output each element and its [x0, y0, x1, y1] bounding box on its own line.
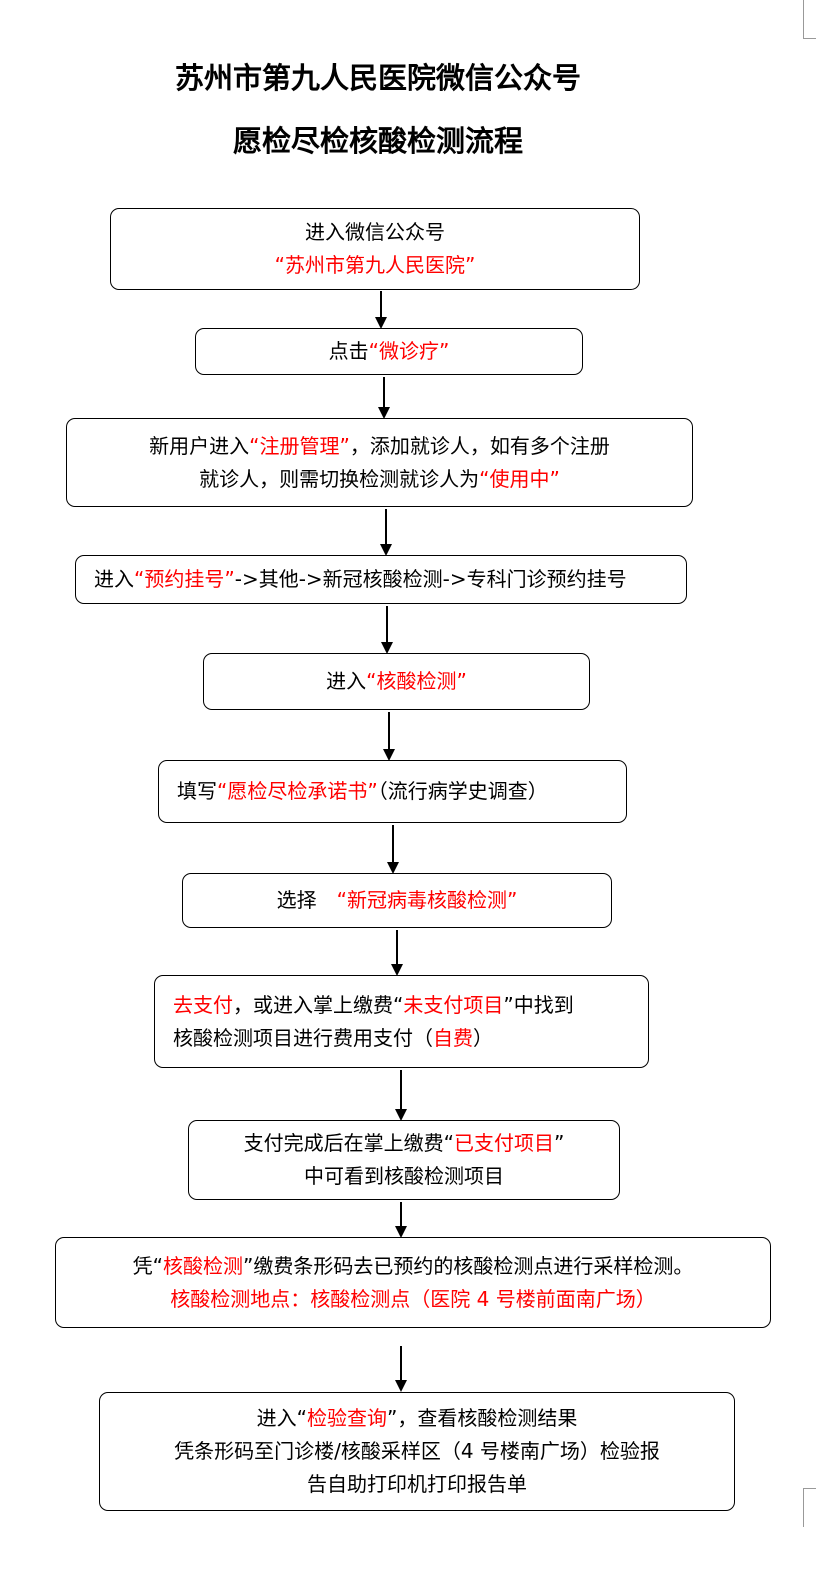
flow-step-3: 新用户进入“注册管理”，添加就诊人，如有多个注册就诊人，则需切换检测就诊人为“使…	[66, 418, 693, 507]
flow-step-4: 进入“预约挂号”->其他->新冠核酸检测->专科门诊预约挂号	[75, 555, 687, 604]
step-line: 选择 “新冠病毒核酸检测”	[277, 884, 518, 917]
flow-arrow-icon	[396, 1070, 406, 1121]
document-subtitle: 愿检尽检核酸检测流程	[232, 124, 523, 158]
highlighted-text: “新冠病毒核酸检测”	[336, 888, 518, 912]
step-text: ”，查看核酸检测结果	[387, 1406, 578, 1430]
step-text: ->其他->新冠核酸检测->专科门诊预约挂号	[234, 567, 627, 591]
flow-step-9: 支付完成后在掌上缴费“已支付项目” 中可看到核酸检测项目	[188, 1120, 620, 1200]
step-line: 去支付，或进入掌上缴费“未支付项目”中找到	[173, 989, 574, 1022]
step-text: 进入“	[256, 1406, 307, 1430]
page-corner-mark	[803, 0, 816, 39]
step-text: ”	[554, 1131, 565, 1155]
page-corner-mark	[803, 1488, 816, 1527]
flow-arrow-icon	[382, 606, 392, 654]
step-text: ，添加就诊人，如有多个注册	[349, 433, 610, 458]
step-text: 进入	[326, 669, 367, 693]
highlighted-text: “预约挂号”	[134, 567, 235, 591]
flow-arrow-icon	[381, 509, 391, 556]
highlighted-text: “愿检尽检承诺书”	[217, 779, 378, 803]
step-line: 凭“核酸检测”缴费条形码去已预约的核酸检测点进行采样检测。	[133, 1250, 694, 1283]
step-text: ，或进入掌上缴费“	[233, 992, 404, 1017]
step-text: 点击	[328, 339, 369, 363]
step-line: 新用户进入“注册管理”，添加就诊人，如有多个注册	[149, 430, 610, 463]
step-text: ”中找到	[503, 992, 574, 1017]
highlighted-text: 检验查询	[307, 1406, 387, 1430]
flow-step-8: 去支付，或进入掌上缴费“未支付项目”中找到核酸检测项目进行费用支付（自费）	[154, 975, 649, 1068]
flow-step-2: 点击“微诊疗”	[195, 328, 583, 375]
highlighted-text: “核酸检测”	[366, 669, 467, 693]
step-line: 支付完成后在掌上缴费“已支付项目”	[244, 1127, 565, 1160]
step-line: “苏州市第九人民医院”	[275, 249, 476, 282]
highlighted-text: “使用中”	[479, 466, 560, 491]
step-line: 填写“愿检尽检承诺书”（流行病学史调查）	[177, 775, 548, 808]
step-line: 核酸检测项目进行费用支付（自费）	[173, 1022, 493, 1055]
highlighted-text: 核酸检测地点：核酸检测点（医院 4 号楼前面南广场）	[170, 1286, 656, 1311]
flow-arrow-icon	[388, 825, 398, 874]
step-text: 就诊人，则需切换检测就诊人为	[199, 466, 480, 491]
flow-arrow-icon	[396, 1346, 406, 1392]
flow-arrow-icon	[379, 377, 389, 419]
flow-arrow-icon	[392, 930, 402, 976]
flow-step-7: 选择 “新冠病毒核酸检测”	[182, 873, 612, 928]
step-text: 中可看到核酸检测项目	[304, 1164, 504, 1188]
step-line: 中可看到核酸检测项目	[304, 1160, 504, 1193]
highlighted-text: 去支付	[173, 992, 233, 1017]
step-text: （流行病学史调查）	[377, 779, 548, 803]
step-text: 进入微信公众号	[305, 220, 445, 244]
step-line: 点击“微诊疗”	[329, 335, 450, 368]
step-text: 凭条形码至门诊楼/核酸采样区（4 号楼南广场）检验报	[174, 1439, 660, 1463]
step-text: 告自助打印机打印报告单	[307, 1472, 527, 1496]
step-text: 选择	[276, 888, 337, 912]
step-text: 填写	[177, 779, 217, 803]
highlighted-text: 已支付项目	[454, 1131, 554, 1155]
step-line: 进入“预约挂号”->其他->新冠核酸检测->专科门诊预约挂号	[94, 563, 627, 596]
step-text: 核酸检测项目进行费用支付（	[173, 1025, 433, 1050]
highlighted-text: “微诊疗”	[368, 339, 450, 363]
document-title: 苏州市第九人民医院微信公众号	[174, 61, 581, 95]
step-text: 凭“	[132, 1253, 163, 1278]
flow-step-10: 凭“核酸检测”缴费条形码去已预约的核酸检测点进行采样检测。核酸检测地点：核酸检测…	[55, 1237, 771, 1328]
flow-arrow-icon	[384, 712, 394, 761]
step-line: 就诊人，则需切换检测就诊人为“使用中”	[199, 463, 560, 496]
step-line: 告自助打印机打印报告单	[307, 1468, 527, 1501]
highlighted-text: “注册管理”	[249, 433, 350, 458]
step-line: 核酸检测地点：核酸检测点（医院 4 号楼前面南广场）	[170, 1283, 655, 1316]
flow-step-1: 进入微信公众号 “苏州市第九人民医院”	[110, 208, 640, 290]
step-text: 支付完成后在掌上缴费“	[243, 1131, 454, 1155]
step-line: 凭条形码至门诊楼/核酸采样区（4 号楼南广场）检验报	[174, 1435, 660, 1468]
step-text: 进入	[94, 567, 134, 591]
flow-step-11: 进入“检验查询”，查看核酸检测结果凭条形码至门诊楼/核酸采样区（4 号楼南广场）…	[99, 1392, 735, 1511]
step-line: 进入“核酸检测”	[326, 665, 467, 698]
step-line: 进入“检验查询”，查看核酸检测结果	[257, 1402, 578, 1435]
highlighted-text: 自费	[433, 1025, 473, 1050]
step-line: 进入微信公众号	[305, 216, 445, 249]
step-text: ”缴费条形码去已预约的核酸检测点进行采样检测。	[243, 1253, 694, 1278]
highlighted-text: 未支付项目	[403, 992, 504, 1017]
step-text: 新用户进入	[149, 433, 250, 458]
step-text: ）	[473, 1025, 493, 1050]
flow-arrow-icon	[396, 1202, 406, 1238]
highlighted-text: “苏州市第九人民医院”	[274, 253, 476, 277]
flow-arrow-icon	[376, 291, 386, 329]
flow-step-5: 进入“核酸检测”	[203, 653, 590, 710]
highlighted-text: 核酸检测	[163, 1253, 243, 1278]
flow-step-6: 填写“愿检尽检承诺书”（流行病学史调查）	[158, 760, 627, 823]
